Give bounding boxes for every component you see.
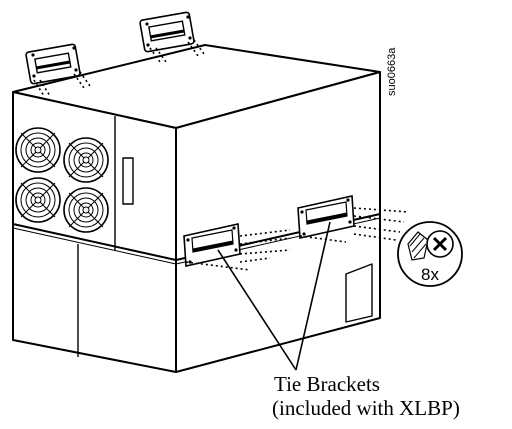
callout-title: Tie Brackets [274, 372, 380, 396]
screw-quantity: 8x [421, 265, 439, 284]
side-bracket-left [183, 223, 291, 271]
top-bracket-left [25, 43, 91, 97]
top-bracket-right [139, 11, 205, 63]
cabinet-front [12, 91, 177, 373]
side-bracket-right [297, 195, 409, 243]
callout-leaders [217, 221, 331, 371]
figure-id: suo0663a [386, 47, 398, 96]
cabinet-side [175, 71, 381, 373]
phillips-screw-icon: 8x [397, 221, 463, 287]
callout-note: (included with XLBP) [272, 396, 460, 420]
cabinet [12, 44, 381, 373]
